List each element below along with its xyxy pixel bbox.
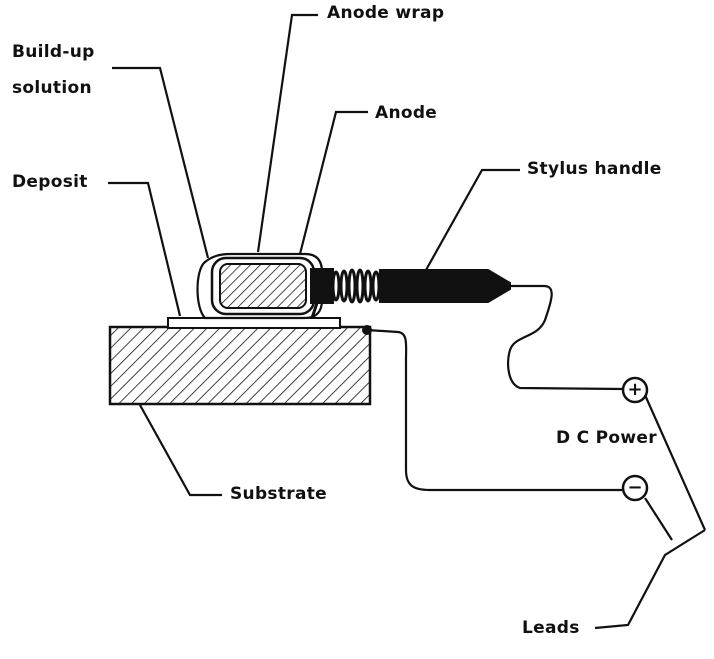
anode: [219, 263, 307, 309]
deposit-layer: [167, 317, 341, 329]
label-anode-wrap: Anode wrap: [327, 3, 445, 23]
label-build-up-line2: solution: [12, 78, 92, 98]
label-deposit: Deposit: [12, 172, 88, 192]
negative-terminal: [621, 474, 649, 502]
label-dc-power: D C Power: [556, 428, 657, 448]
substrate-block: [108, 325, 372, 406]
positive-terminal: [621, 376, 649, 404]
label-substrate: Substrate: [230, 484, 327, 504]
anode-stem: [310, 268, 334, 304]
negative-terminal-symbol: −: [627, 477, 643, 498]
label-stylus-handle: Stylus handle: [527, 159, 662, 179]
leads-bracket: [594, 394, 707, 630]
spring-coil: [331, 268, 381, 304]
label-anode: Anode: [375, 103, 438, 123]
negative-lead-wire: [366, 328, 622, 492]
positive-lead-wire: [507, 284, 623, 391]
callout-leaders: [108, 13, 520, 497]
label-leads: Leads: [522, 618, 580, 638]
label-build-up-line1: Build-up: [12, 42, 95, 62]
stylus-handle: [379, 269, 511, 303]
positive-terminal-symbol: +: [627, 379, 643, 400]
